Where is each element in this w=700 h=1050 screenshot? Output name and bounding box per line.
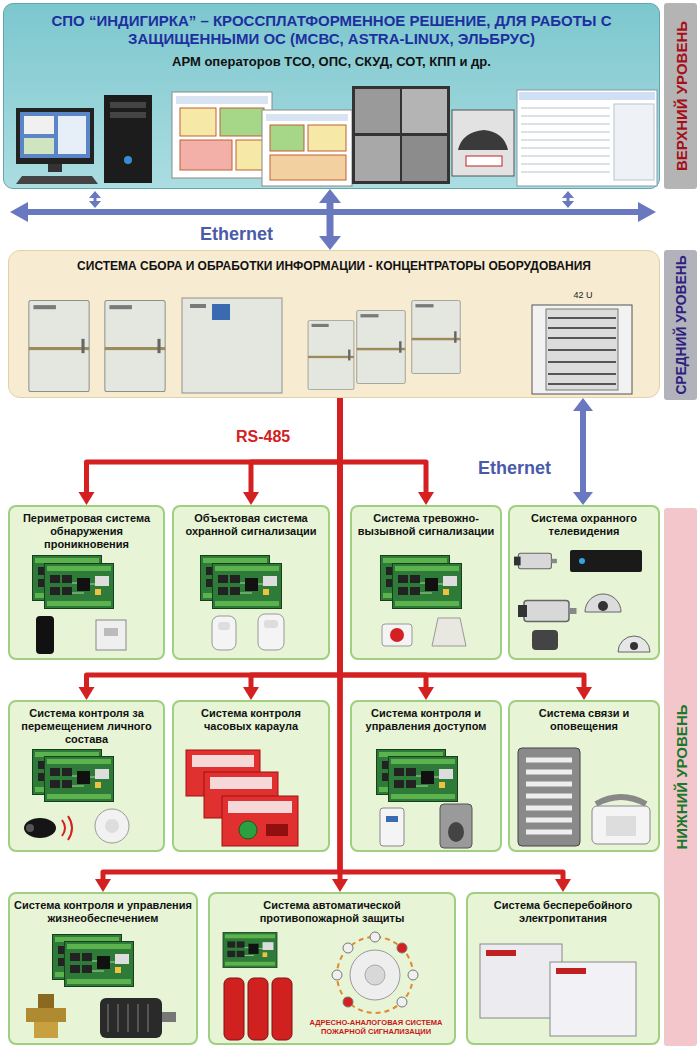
arrowhead — [418, 492, 434, 505]
node-title: Система контроля часовых караула — [178, 707, 324, 733]
arrowhead — [573, 398, 593, 411]
connector-line — [327, 200, 334, 239]
subsystem-box: Система охранного телевидения — [508, 505, 660, 660]
fire-system-note: АДРЕСНО-АНАЛОГОВАЯ СИСТЕМА ПОЖАРНОЙ СИГН… — [300, 1018, 452, 1036]
node-title: Система контроля за перемещением личного… — [14, 707, 159, 746]
bus-label: RS-485 — [236, 428, 290, 446]
arrowhead — [243, 492, 259, 505]
personnel-equipment — [24, 750, 129, 844]
video-screens — [352, 86, 657, 186]
node-title: СИСТЕМА СБОРА И ОБРАБОТКИ ИНФОРМАЦИИ - К… — [19, 259, 649, 274]
node-subtitle: АРМ операторов ТСО, ОПС, СКУД, СОТ, КПП … — [14, 54, 649, 70]
level-bar: ВЕРХНИЙ УРОВЕНЬ — [664, 3, 697, 189]
perimeter-equipment — [33, 556, 127, 655]
concentrator-cabinets — [29, 298, 632, 394]
rack-size: 42 U — [566, 290, 600, 301]
cctv-equipment — [514, 550, 650, 652]
level-label: СРЕДНИЙ УРОВЕНЬ — [673, 255, 688, 394]
node-title: Объектовая система охранной сигнализации — [178, 512, 324, 538]
guard-panels — [186, 750, 298, 846]
fire-equipment — [223, 932, 418, 1040]
ethernet-bus — [10, 191, 656, 222]
software-band: СПО “ИНДИГИРКА” – КРОССПЛАТФОРМЕННОЕ РЕШ… — [3, 3, 660, 189]
subsystem-box: Система контроля часовых караула — [172, 700, 330, 852]
bus-connector — [79, 398, 341, 505]
arrowhead — [555, 879, 571, 892]
arrowhead — [95, 879, 111, 892]
arrowhead — [418, 687, 434, 700]
bus-connector — [573, 398, 593, 505]
node-title: Система контроля и управления жизнеобесп… — [14, 899, 192, 925]
node-title: Система автоматической противопожарной з… — [214, 899, 450, 925]
arrowhead — [79, 492, 95, 505]
level-label: ВЕРХНИЙ УРОВЕНЬ — [672, 21, 689, 171]
workstation-picture — [16, 95, 152, 184]
bus-connector — [243, 398, 340, 505]
node-title: Система бесперебойного электропитания — [472, 899, 654, 925]
arrowhead — [573, 492, 593, 505]
access-equipment — [377, 750, 473, 849]
bus-label: Ethernet — [478, 458, 551, 479]
subsystem-box: Система контроля и управления жизнеобесп… — [8, 892, 198, 1045]
node-title: Система тревожно-вызывной сигнализации — [356, 512, 496, 538]
arrowhead — [243, 687, 259, 700]
bus-connector — [319, 189, 341, 250]
arrowhead — [319, 236, 341, 250]
node-title: Система контроля и управления доступом — [356, 707, 496, 733]
arrowhead — [576, 687, 592, 700]
arrowhead — [332, 879, 348, 892]
subsystem-box: Система контроля и управления доступом — [350, 700, 502, 852]
arrowhead — [79, 687, 95, 700]
node-title: СПО “ИНДИГИРКА” – КРОССПЛАТФОРМЕННОЕ РЕШ… — [14, 12, 649, 48]
bus-connector — [340, 398, 434, 505]
floor-plan-screens — [172, 92, 352, 186]
panic-equipment — [381, 556, 467, 647]
arrowhead — [319, 189, 341, 203]
communication-equipment — [518, 748, 650, 846]
subsystem-box: Объектовая система охранной сигнализации — [172, 505, 330, 660]
subsystem-box: Система тревожно-вызывной сигнализации — [350, 505, 502, 660]
level-bar: СРЕДНИЙ УРОВЕНЬ — [664, 250, 697, 400]
node-title: Периметровая система обнаружения проникн… — [14, 512, 159, 551]
subsystem-box: Система связи и оповещения — [508, 700, 660, 852]
subsystem-box: Периметровая система обнаружения проникн… — [8, 505, 165, 660]
connector-line — [580, 408, 586, 494]
connector-line — [87, 398, 341, 495]
level-label: НИЖНИЙ УРОВЕНЬ — [672, 705, 689, 850]
node-title: Система связи и оповещения — [514, 707, 654, 733]
concentrator-band: СИСТЕМА СБОРА И ОБРАБОТКИ ИНФОРМАЦИИ - К… — [8, 250, 660, 398]
ups-equipment — [480, 944, 636, 1036]
life-support-equipment — [26, 935, 176, 1039]
connector-line — [251, 398, 340, 495]
connector-line — [340, 398, 426, 495]
level-bar: НИЖНИЙ УРОВЕНЬ — [664, 508, 697, 1046]
intrusion-equipment — [201, 556, 285, 651]
bus-label: Ethernet — [200, 224, 273, 245]
subsystem-box: Система бесперебойного электропитания — [466, 892, 660, 1045]
subsystem-box: Система контроля за перемещением личного… — [8, 700, 165, 852]
node-title: Система охранного телевидения — [514, 512, 654, 538]
